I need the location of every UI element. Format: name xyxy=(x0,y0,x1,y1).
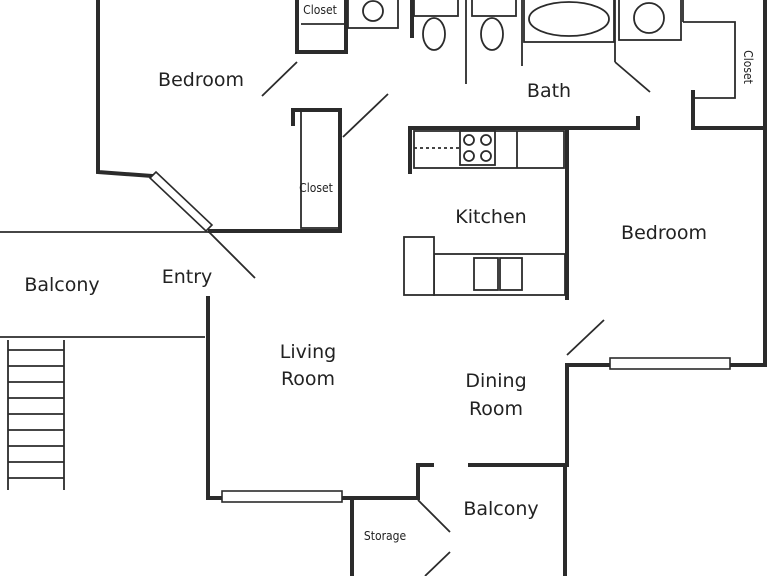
bathtub-icon xyxy=(523,0,615,43)
walls xyxy=(96,0,767,576)
door-swing-icon xyxy=(261,61,298,97)
label-living-room-line1: Living xyxy=(280,341,337,363)
label-bedroom-left: Bedroom xyxy=(158,69,244,91)
sink-icon xyxy=(618,0,682,41)
windows xyxy=(148,170,731,503)
label-closet-right: Closet xyxy=(741,50,755,84)
kitchen-fixtures xyxy=(403,130,566,296)
stair-icon xyxy=(7,340,65,490)
door-swing-icon xyxy=(207,230,256,279)
door-swing-icon xyxy=(417,499,451,533)
window-icon xyxy=(221,490,343,503)
label-dining-room-line1: Dining xyxy=(465,370,526,392)
sink-icon xyxy=(473,257,523,291)
toilet-icon xyxy=(413,0,459,51)
sink-icon xyxy=(347,0,399,29)
refrigerator xyxy=(403,236,435,296)
door-swing-icon xyxy=(614,61,651,93)
label-bath: Bath xyxy=(527,80,571,102)
label-balcony-left: Balcony xyxy=(24,274,99,296)
window-icon xyxy=(609,357,731,370)
label-closet-top: Closet xyxy=(303,3,337,17)
door-swing-icon xyxy=(342,93,389,138)
stove-icon xyxy=(459,130,496,166)
room-labels: Bedroom Closet Closet Closet Bath Kitche… xyxy=(24,3,755,543)
label-closet-mid: Closet xyxy=(299,181,333,195)
label-kitchen: Kitchen xyxy=(455,206,526,228)
door-swings xyxy=(207,61,651,576)
label-living-room-line2: Room xyxy=(281,368,335,390)
door-swing-icon xyxy=(424,551,451,576)
thin-lines xyxy=(0,0,736,338)
bath-fixtures xyxy=(347,0,682,51)
window-icon xyxy=(148,170,214,233)
label-dining-room-line2: Room xyxy=(469,398,523,420)
toilet-icon xyxy=(471,0,517,51)
closet-shelves xyxy=(300,23,346,229)
label-bedroom-right: Bedroom xyxy=(621,222,707,244)
label-entry: Entry xyxy=(162,266,213,288)
label-balcony-bottom: Balcony xyxy=(463,498,538,520)
label-storage: Storage xyxy=(364,529,407,543)
door-swing-icon xyxy=(566,319,605,356)
